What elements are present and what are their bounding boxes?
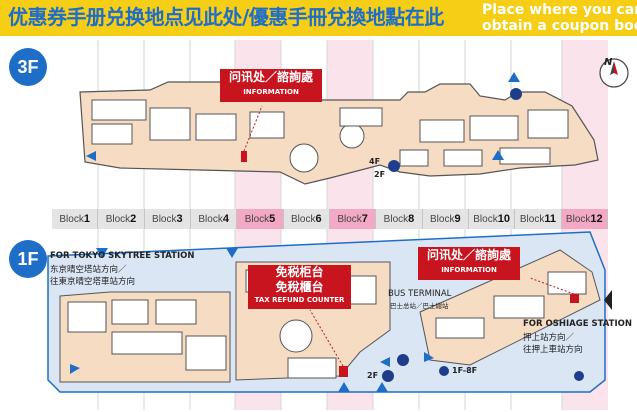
info-label-3f-en: INFORMATION	[243, 88, 299, 96]
title-en-line-1: Place where you can	[482, 2, 637, 18]
oshiage-direction-cn-1: 押上站方向／	[523, 333, 575, 343]
info-label-1f-en: INFORMATION	[441, 266, 497, 274]
floor-1f-badge: 1F	[9, 240, 47, 278]
info-label-3f-cn: 问讯处／諮詢處	[228, 70, 313, 84]
block-number: 4	[222, 213, 229, 225]
block-word: Block	[105, 214, 131, 225]
block-word: Block	[244, 214, 270, 225]
block-word: Block	[337, 214, 362, 225]
block-number: 9	[454, 213, 461, 225]
compass-icon	[599, 58, 629, 88]
skytree-direction-cn-1: 东京晴空塔站方向／	[50, 265, 127, 275]
elevator-range-label: 1F-8F	[452, 366, 478, 375]
title-en-line-2: obtain a coupon book	[482, 18, 637, 34]
block-12-label: Block12	[561, 209, 608, 229]
block-8-label: Block8	[376, 209, 423, 229]
block-number: 6	[315, 213, 322, 225]
floor-3f-badge: 3F	[9, 48, 47, 86]
block-1-label: Block1	[52, 209, 99, 229]
block-5-label: Block5	[237, 209, 284, 229]
block-7-label: Block7	[329, 209, 377, 229]
block-word: Block	[430, 214, 455, 225]
east-exit-arrow	[604, 290, 612, 310]
block-number: 7	[361, 213, 368, 225]
tax-refund-counter-marker	[339, 366, 348, 377]
block-word: Block	[152, 214, 177, 225]
elevator-4f-label: 4F	[369, 157, 381, 166]
block-number: 12	[590, 213, 603, 225]
tax-refund-line-1: 免税柜台	[275, 265, 324, 279]
skytree-direction-en: FOR TOKYO SKYTREE STATION	[50, 251, 195, 261]
escalator-icons	[382, 88, 584, 382]
block-word: Block	[59, 214, 84, 225]
block-number: 10	[497, 213, 510, 225]
floor-3f-plan	[79, 81, 599, 185]
entrance-arrows	[70, 72, 520, 392]
tax-refund-en: TAX REFUND COUNTER	[254, 296, 345, 304]
block-word: Block	[383, 214, 409, 225]
info-label-1f: 问讯处／諮詢處 INFORMATION	[418, 247, 520, 280]
tax-refund-line-2: 免稅櫃台	[275, 280, 324, 294]
block-number: 5	[269, 213, 276, 225]
header-banner: 优惠券手册兑换地点见此处/優惠手冊兌換地點在此 Place where you …	[0, 0, 637, 36]
block-word: Block	[291, 214, 316, 225]
block-4-label: Block4	[190, 209, 238, 229]
bus-terminal-cn: 巴士总站／巴士總站	[390, 302, 449, 310]
info-counter-1f-marker	[570, 294, 579, 303]
block-2-label: Block2	[98, 209, 145, 229]
block-word: Block	[565, 214, 591, 225]
compass-north-label: N	[604, 57, 613, 68]
block-3-label: Block3	[144, 209, 191, 229]
block-number: 11	[544, 213, 556, 225]
block-number: 8	[408, 213, 415, 225]
info-label-3f: 问讯处／諮詢處 INFORMATION	[220, 69, 322, 102]
block-9-label: Block9	[422, 209, 469, 229]
info-counter-3f-marker	[241, 151, 247, 162]
info-label-1f-cn: 问讯处／諮詢處	[426, 248, 511, 262]
block-word: Block	[519, 214, 545, 225]
block-word: Block	[473, 214, 498, 225]
block-10-label: Block10	[468, 209, 516, 229]
block-number: 3	[176, 213, 183, 225]
skytree-direction-cn-2: 往東京晴空塔車站方向	[50, 277, 136, 287]
block-6-label: Block6	[283, 209, 330, 229]
block-number: 2	[130, 213, 137, 225]
block-11-label: Block11	[515, 209, 562, 229]
block-word: Block	[198, 214, 223, 225]
bus-terminal-en: BUS TERMINAL	[388, 289, 452, 299]
oshiage-direction-en: FOR OSHIAGE STATION	[523, 319, 632, 329]
oshiage-direction-cn-2: 往押上車站方向	[523, 345, 583, 355]
page-title-chinese: 优惠券手册兑换地点见此处/優惠手冊兌換地點在此	[8, 5, 444, 29]
tax-refund-label: 免税柜台 免稅櫃台 TAX REFUND COUNTER	[248, 265, 351, 309]
block-number: 1	[83, 213, 90, 225]
elevator-2f-label-1f: 2F	[367, 371, 379, 380]
page-title-english: Place where you can obtain a coupon book	[482, 2, 637, 34]
elevator-2f-label-3f: 2F	[374, 170, 386, 179]
